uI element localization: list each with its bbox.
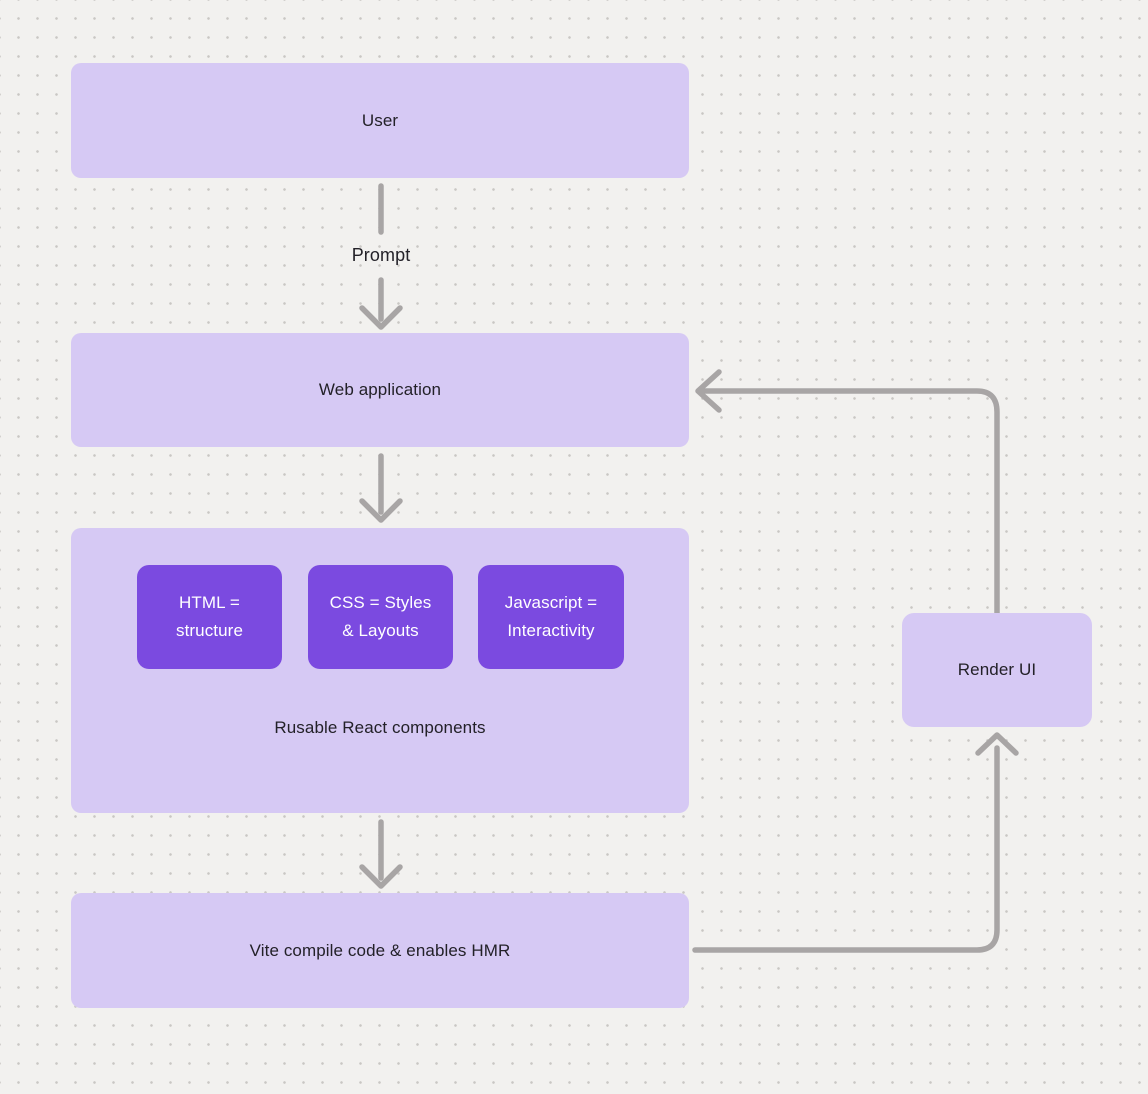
node-vite: Vite compile code & enables HMR: [71, 893, 689, 1008]
node-render-ui: Render UI: [902, 613, 1092, 727]
node-react-components-group: HTML = structure CSS = Styles & Layouts …: [71, 528, 689, 813]
arrowhead-left-webapp: [695, 369, 722, 413]
node-javascript-chip: Javascript = Interactivity: [478, 565, 624, 669]
edge-renderui-to-webapp: [698, 388, 1000, 616]
node-user-label: User: [361, 110, 399, 130]
node-user: User: [71, 63, 689, 178]
node-html-chip: HTML = structure: [137, 565, 282, 669]
node-vite-label: Vite compile code & enables HMR: [249, 940, 511, 960]
node-web-application-label: Web application: [318, 380, 442, 399]
node-html-label: HTML = structure: [175, 592, 244, 640]
arrowhead-down-group: [359, 498, 403, 523]
edge-label-prompt: Prompt: [351, 245, 411, 265]
node-web-application: Web application: [71, 333, 689, 447]
node-css-chip: CSS = Styles & Layouts: [308, 565, 453, 669]
arrowhead-up-renderui: [975, 732, 1019, 756]
arrowhead-down-vite: [359, 864, 403, 889]
arrowhead-down-webapp: [359, 305, 403, 330]
node-css-label: CSS = Styles & Layouts: [329, 592, 432, 640]
group-caption: Rusable React components: [274, 718, 486, 737]
node-javascript-label: Javascript = Interactivity: [504, 592, 598, 640]
edge-vite-to-renderui: [692, 745, 1000, 953]
node-render-ui-label: Render UI: [957, 660, 1037, 679]
